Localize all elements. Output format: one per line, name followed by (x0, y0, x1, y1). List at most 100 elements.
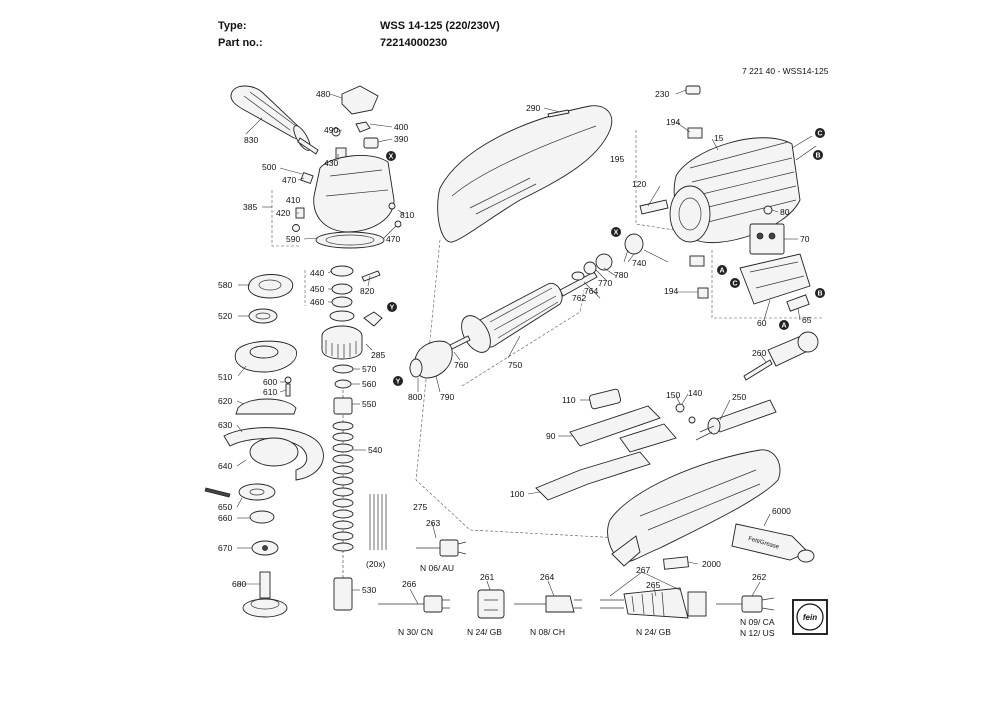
part-label-760: 760 (454, 360, 468, 370)
plug-au (416, 539, 467, 557)
label-plate (663, 556, 689, 570)
connector-c-1: C (815, 128, 825, 138)
part-label-263: 263 (426, 518, 440, 528)
part-label-385: 385 (243, 202, 257, 212)
document-reference: 7 221 40 - WSS14-125 (742, 66, 829, 76)
svg-text:A: A (781, 323, 786, 330)
part-label-630: 630 (218, 420, 232, 430)
part-label-750: 750 (508, 360, 522, 370)
part-label-20x: (20x) (366, 559, 386, 569)
part-label-195: 195 (610, 154, 624, 164)
connector-y-1: Y (387, 302, 397, 312)
part-label-530: 530 (362, 585, 376, 595)
part-label-400: 400 (394, 122, 408, 132)
part-label-480: 480 (316, 89, 330, 99)
type-label: Type: (218, 20, 247, 32)
part-label-540: 540 (368, 445, 382, 455)
group-bracket-385 (271, 190, 300, 247)
plug-label-n12-us: N 12/ US (740, 628, 775, 638)
armature-bracket (461, 289, 585, 387)
part-label-420: 420 (276, 208, 290, 218)
part-label-2000: 2000 (702, 559, 721, 569)
part-label-250: 250 (732, 392, 746, 402)
svg-text:C: C (817, 131, 822, 138)
part-label-780: 780 (614, 270, 628, 280)
connector-b-1: B (813, 150, 823, 160)
motor-housing-shell (437, 105, 613, 243)
connector-a-2: A (779, 320, 789, 330)
part-label-70: 70 (800, 234, 810, 244)
plug-ca-us (716, 595, 775, 613)
connector-y-2: Y (393, 376, 403, 386)
part-label-260: 260 (752, 348, 766, 358)
part-label-264: 264 (540, 572, 554, 582)
part-label-110: 110 (562, 395, 576, 405)
plug-label-n24-gb-cord: N 24/ GB (636, 627, 671, 637)
handle-cover-parts (535, 388, 677, 501)
svg-text:X: X (614, 230, 619, 237)
carbon-brushes (685, 85, 709, 299)
svg-text:X: X (389, 154, 394, 161)
plug-gb-adapter (477, 589, 505, 619)
part-label-820: 820 (360, 286, 374, 296)
part-label-590: 590 (286, 234, 300, 244)
part-label-275: 275 (413, 502, 427, 512)
part-label-120: 120 (632, 179, 646, 189)
wheel-guard (223, 398, 324, 481)
seal-rings (330, 265, 354, 308)
part-label-450: 450 (310, 284, 324, 294)
part-number-value: 72214000230 (380, 37, 448, 49)
housing-screw (547, 109, 570, 118)
screw (361, 270, 381, 282)
part-label-764: 764 (584, 286, 598, 296)
plug-label-n30-cn: N 30/ CN (398, 627, 433, 637)
bevel-gear (321, 310, 383, 360)
connector-c-2: C (730, 278, 740, 288)
electronics-module (739, 253, 811, 312)
rear-housing (607, 449, 781, 567)
part-label-410: 410 (286, 195, 300, 205)
spindle-shaft (743, 331, 819, 381)
svg-text:A: A (719, 268, 724, 275)
part-label-770: 770 (598, 278, 612, 288)
protective-cap (341, 85, 379, 115)
part-label-670: 670 (218, 543, 232, 553)
part-label-6000: 6000 (772, 506, 791, 516)
part-label-285: 285 (371, 350, 385, 360)
svg-text:Y: Y (396, 379, 401, 386)
connector-a-1: A (717, 265, 727, 275)
part-label-290: 290 (526, 103, 540, 113)
brush-holder-clip (639, 199, 669, 215)
fein-logo: fein (792, 599, 828, 635)
part-label-390: 390 (394, 134, 408, 144)
part-label-510: 510 (218, 372, 232, 382)
part-label-470-upper: 470 (282, 175, 296, 185)
part-label-810: 810 (400, 210, 414, 220)
leader-lines (236, 89, 801, 605)
part-label-265: 265 (646, 580, 660, 590)
part-label-90: 90 (546, 431, 556, 441)
plug-label-n09-ca: N 09/ CA (740, 617, 775, 627)
part-label-500: 500 (262, 162, 276, 172)
flange-rings (234, 274, 297, 397)
part-label-650: 650 (218, 502, 232, 512)
part-label-470-lower: 470 (386, 234, 400, 244)
plug-cn (378, 595, 450, 613)
switch-group-bracket (711, 250, 822, 319)
plug-label-n08-ch: N 08/ CH (530, 627, 565, 637)
clamping-flange-set (238, 483, 288, 618)
connector-x-1: X (386, 151, 396, 161)
svg-text:C: C (732, 281, 737, 288)
plug-ch (514, 595, 582, 613)
type-value: WSS 14-125 (220/230V) (380, 20, 500, 32)
part-label-194-lower: 194 (664, 286, 678, 296)
fan-and-bearing (409, 340, 453, 379)
part-label-570: 570 (362, 364, 376, 374)
grease-tube: Fett/Grease (731, 523, 815, 563)
part-label-790: 790 (440, 392, 454, 402)
part-label-762: 762 (572, 293, 586, 303)
part-label-267: 267 (636, 565, 650, 575)
side-handle (230, 85, 319, 155)
part-label-440: 440 (310, 268, 324, 278)
